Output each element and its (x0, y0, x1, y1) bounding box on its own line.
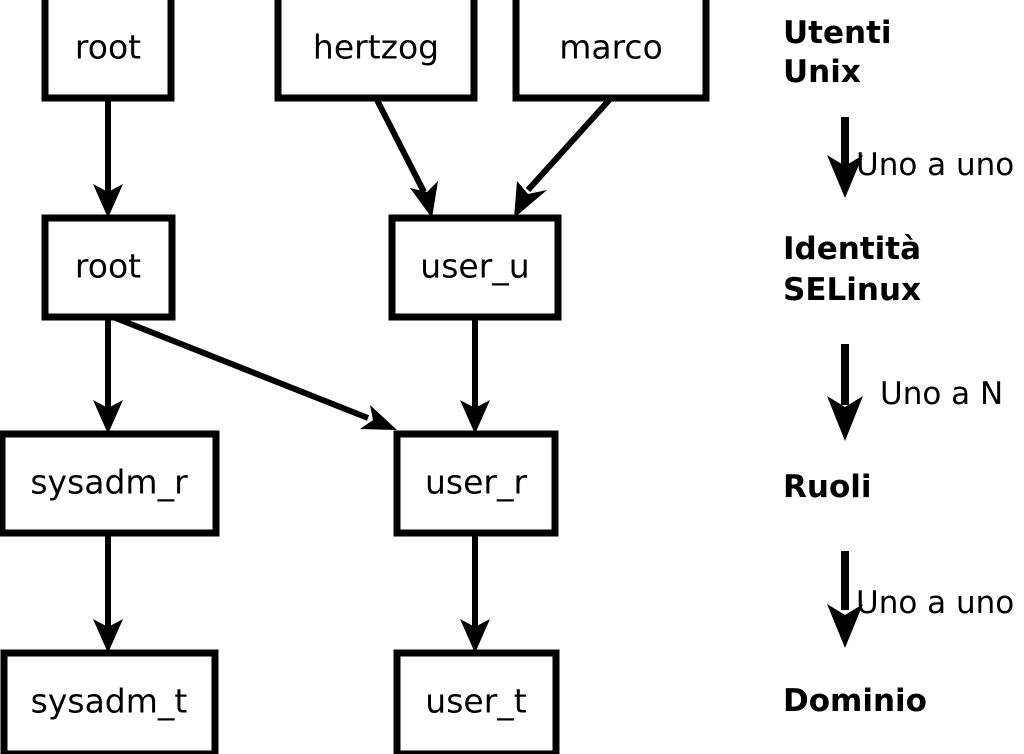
node-unix-hertzog[interactable]: hertzog (274, 0, 478, 102)
node-box[interactable] (0, 430, 220, 537)
node-identity-root[interactable]: root (41, 214, 176, 321)
edge-hertzog-to-user-u (373, 96, 438, 218)
relation-role-to-domain: Uno a uno (827, 551, 1014, 648)
legend-column: Utenti Unix Uno a uno Identità SELinux U… (783, 15, 1014, 719)
relation-unix-to-identity: Uno a uno (827, 117, 1014, 198)
node-role-user-r[interactable]: user_r (393, 430, 559, 537)
node-label: user_r (425, 463, 527, 502)
relation-label: Uno a uno (856, 585, 1014, 621)
arrowhead-icon (827, 396, 863, 441)
edge-group (93, 95, 614, 653)
node-label: root (75, 28, 141, 67)
node-box[interactable] (388, 214, 562, 321)
relation-label: Uno a uno (856, 147, 1014, 183)
level-label-line-1: Identità (783, 231, 921, 267)
edge-unix-root-to-identity-root (93, 98, 123, 218)
arrowhead-icon (360, 405, 397, 430)
edge-user-u-to-user-r (460, 317, 490, 434)
arrowhead-icon (460, 400, 490, 434)
edge-line (525, 95, 614, 193)
level-dominio: Dominio (783, 683, 927, 719)
arrowhead-icon (93, 400, 123, 434)
arrowhead-icon (93, 184, 123, 218)
level-label-line-2: SELinux (783, 272, 921, 308)
arrowhead-icon (827, 155, 863, 198)
node-label: user_t (425, 682, 526, 721)
level-label-line-1: Ruoli (783, 469, 872, 505)
node-label: sysadm_t (31, 682, 188, 721)
node-group: root hertzog marco root user_u sysadm_r (0, 0, 710, 754)
level-label-line-1: Dominio (783, 683, 927, 719)
arrowhead-icon (93, 619, 123, 653)
arrowhead-icon (410, 181, 438, 218)
node-box[interactable] (393, 430, 559, 537)
node-box[interactable] (274, 0, 478, 102)
level-utenti-unix: Utenti Unix (783, 15, 892, 90)
node-box[interactable] (512, 0, 710, 102)
level-ruoli: Ruoli (783, 469, 872, 505)
edge-user-r-to-user-t (460, 533, 490, 653)
level-label-line-1: Utenti (783, 15, 892, 51)
node-label: root (75, 247, 141, 286)
node-domain-user-t[interactable]: user_t (393, 649, 560, 754)
edge-line (373, 96, 427, 194)
node-domain-sysadm-t[interactable]: sysadm_t (0, 649, 219, 754)
edge-line (111, 314, 370, 421)
node-identity-user-u[interactable]: user_u (388, 214, 562, 321)
node-label: marco (559, 28, 663, 67)
node-box[interactable] (393, 649, 560, 754)
node-box[interactable] (0, 649, 219, 754)
node-label: sysadm_r (30, 463, 188, 502)
node-box[interactable] (41, 214, 176, 321)
node-unix-marco[interactable]: marco (512, 0, 710, 102)
node-unix-root[interactable]: root (41, 0, 175, 102)
relation-identity-to-role: Uno a N (827, 344, 1003, 441)
arrowhead-icon (460, 619, 490, 653)
edge-identity-root-to-sysadm-r (93, 317, 123, 434)
node-role-sysadm-r[interactable]: sysadm_r (0, 430, 220, 537)
relation-label: Uno a N (880, 376, 1003, 412)
arrowhead-icon (514, 181, 547, 218)
node-label: user_u (420, 247, 529, 286)
node-box[interactable] (41, 0, 175, 102)
edge-sysadm-r-to-sysadm-t (93, 533, 123, 653)
arrowhead-icon (827, 604, 863, 648)
level-label-line-2: Unix (783, 54, 861, 90)
node-label: hertzog (313, 28, 439, 67)
edge-identity-root-to-user-r (111, 314, 397, 430)
level-identita-selinux: Identità SELinux (783, 231, 921, 308)
edge-marco-to-user-u (514, 95, 614, 218)
